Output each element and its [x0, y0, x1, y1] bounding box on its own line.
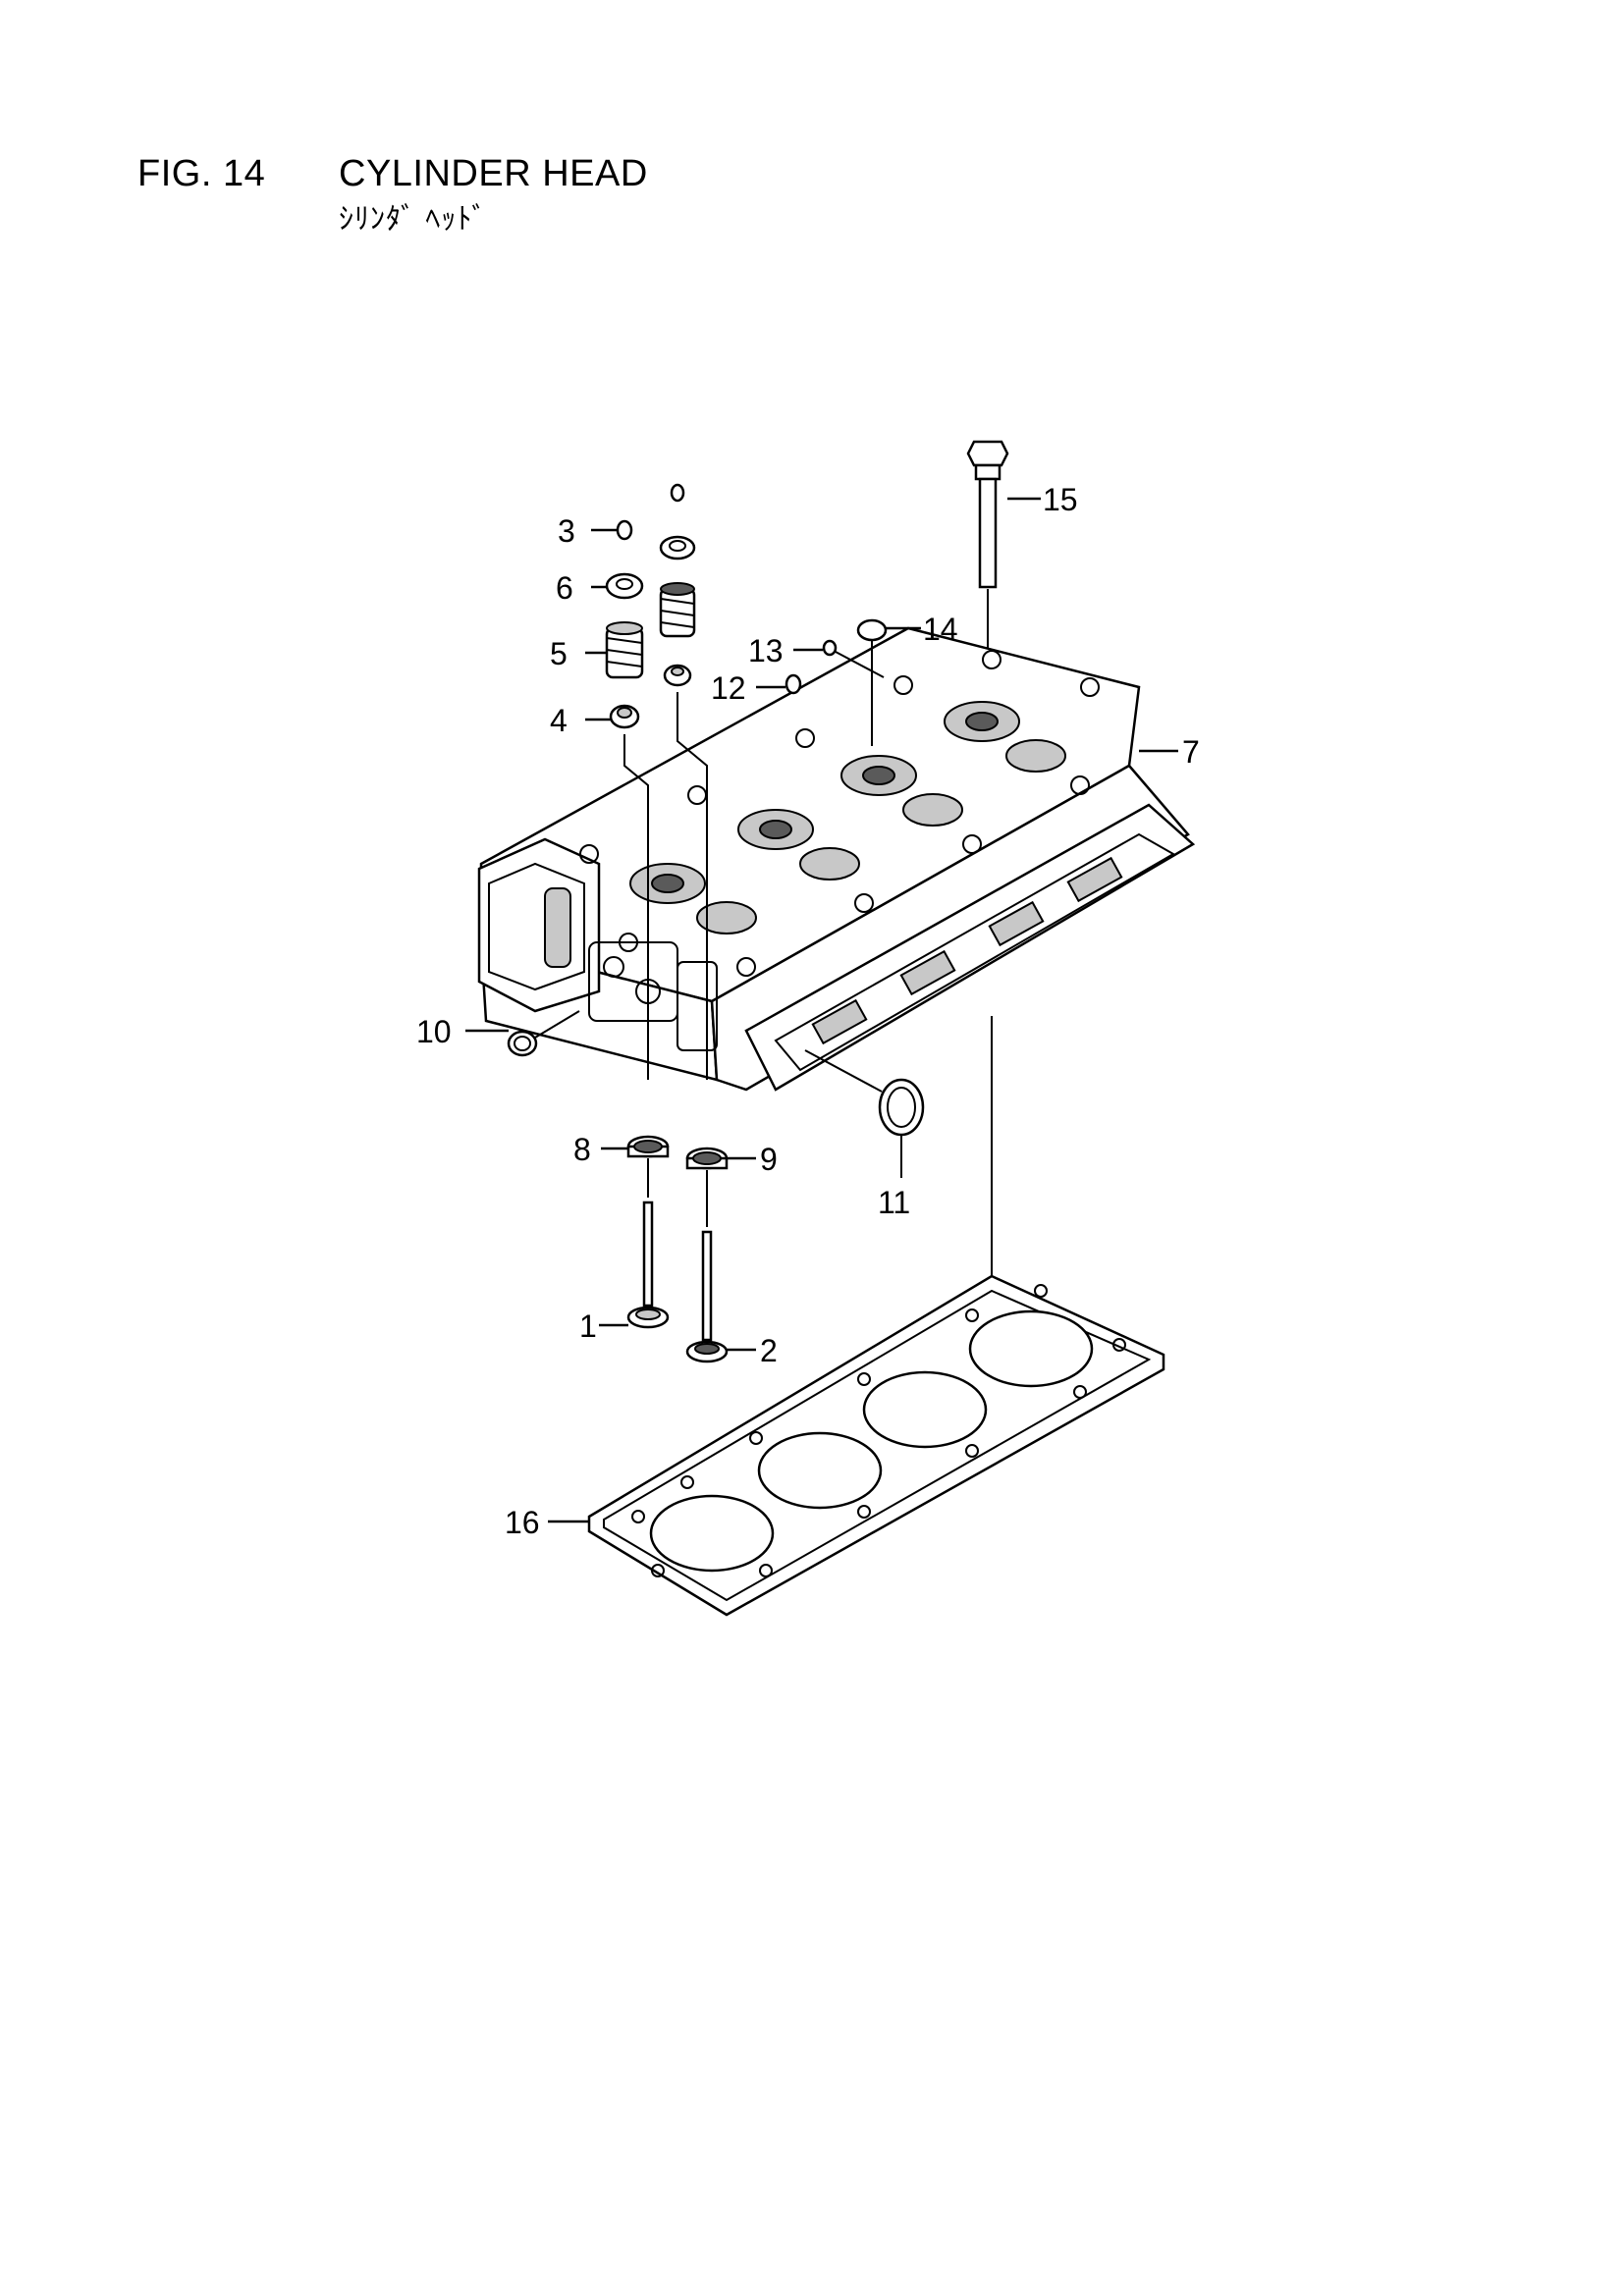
callout-5: 5 [550, 636, 568, 671]
figure-number: FIG. 14 [137, 153, 266, 194]
callout-4: 4 [550, 703, 568, 738]
figure-title: CYLINDER HEAD [339, 153, 648, 194]
callout-1: 1 [579, 1308, 597, 1344]
callout-12: 12 [711, 670, 746, 706]
cylinder-head-body [477, 626, 1196, 1092]
small-plugs [785, 618, 888, 746]
figure-subtitle-japanese: ｼﾘﾝﾀﾞ ﾍｯﾄﾞ [339, 203, 488, 236]
callout-3: 3 [558, 513, 575, 549]
callout-16: 16 [505, 1505, 540, 1540]
intake-ports [811, 856, 1123, 1045]
part-11-ring [804, 1049, 925, 1178]
callout-9: 9 [760, 1142, 778, 1177]
callout-leaders [465, 497, 1178, 1523]
callout-6: 6 [556, 570, 573, 606]
valve-pockets [629, 701, 1066, 934]
part-15-head-bolt [966, 440, 1009, 648]
part-16-head-gasket [587, 1274, 1165, 1617]
valve-train-left [605, 519, 649, 1080]
callout-2: 2 [760, 1333, 778, 1368]
parts-1-2-valves [626, 1201, 729, 1363]
parts-8-9-valve-seats [626, 1135, 729, 1227]
callout-11: 11 [878, 1185, 910, 1220]
valve-train-right [659, 483, 708, 1080]
callout-labels: 3 6 5 4 15 14 13 12 7 10 11 8 9 1 2 16 [416, 482, 1200, 1540]
callout-7: 7 [1182, 734, 1200, 770]
callout-13: 13 [748, 633, 784, 668]
part-10-seal [507, 1010, 580, 1057]
callout-8: 8 [573, 1132, 591, 1167]
callout-14: 14 [923, 612, 958, 647]
callout-15: 15 [1043, 482, 1078, 517]
callout-10: 10 [416, 1014, 452, 1049]
